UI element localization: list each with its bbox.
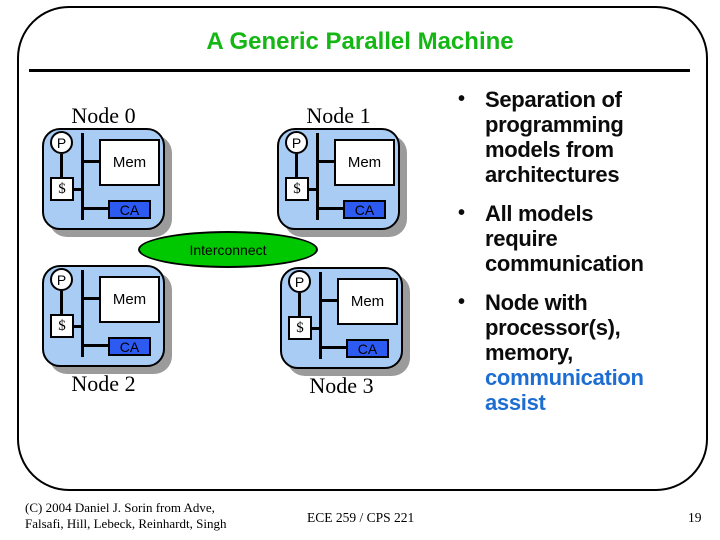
node-0-processor-circle: P [50,131,73,154]
node-1-memory-box: Mem [334,139,395,186]
node-2-cache-bus-link [74,325,82,328]
node-1-bus-ca-link [319,207,343,210]
node-1-cache-box: $ [285,177,309,201]
bullet-list: • Separation of programming models from … [458,87,710,429]
node-0-bus-ca-link [84,207,108,210]
footer-credits-line2: Falsafi, Hill, Lebeck, Reinhardt, Singh [25,516,227,531]
node-3-communication-assist-box: CA [346,339,389,358]
node-0-cache-box: $ [50,177,74,201]
footer-credits: (C) 2004 Daniel J. Sorin from Adve, Fals… [25,500,226,532]
node-1-processor-cache-link [295,154,298,177]
node-1-bus-mem-link [319,160,334,163]
node-1: P Mem $ CA Node 1 [277,103,400,230]
node-0-communication-assist-box: CA [108,200,151,219]
node-2-bus-mem-link [84,297,99,300]
node-2: P Mem $ CA Node 2 [42,265,165,396]
title-underline [29,69,690,72]
bullet-text-3-highlighted: communication assist [485,365,644,415]
node-0-cache-bus-link [74,188,82,191]
page-number: 19 [688,510,702,525]
node-2-memory-box: Mem [99,276,160,323]
node-1-bus-line [316,133,319,220]
bullet-item-2: • All models require communication [458,201,710,276]
node-1-label: Node 1 [306,103,371,128]
node-2-bus-ca-link [84,344,108,347]
node-0: P Mem $ CA Node 0 [42,103,165,230]
node-3-cache-box: $ [288,316,312,340]
bullet-text-3-black: Node with processor(s), memory, [485,290,621,365]
slide-title: A Generic Parallel Machine [206,28,514,55]
bullet-text-1: Separation of programming models from ar… [485,87,624,187]
node-0-memory-box: Mem [99,139,160,186]
slide-border-frame [17,6,708,491]
bullet-marker: • [458,202,466,224]
node-3-bus-mem-link [322,299,337,302]
bullet-marker: • [458,88,466,110]
bullet-text-3: Node with processor(s), memory,communica… [485,290,644,415]
node-3-processor-circle: P [288,270,311,293]
node-2-processor-circle: P [50,268,73,291]
node-2-bus-line [81,270,84,357]
node-2-processor-cache-link [60,291,63,314]
node-3: P Mem $ CA Node 3 [280,267,403,398]
bullet-item-3: • Node with processor(s), memory,communi… [458,290,710,415]
bullet-item-1: • Separation of programming models from … [458,87,710,187]
node-0-label: Node 0 [71,103,136,128]
interconnect-ellipse: Interconnect [138,231,318,268]
node-2-cache-box: $ [50,314,74,338]
node-3-memory-box: Mem [337,278,398,325]
node-0-bus-mem-link [84,160,99,163]
bullet-text-2: All models require communication [485,201,644,276]
footer-credits-line1: (C) 2004 Daniel J. Sorin from Adve, [25,500,215,515]
node-1-cache-bus-link [309,188,317,191]
footer-course-label: ECE 259 / CPS 221 [307,510,415,525]
node-2-label: Node 2 [71,371,136,396]
node-0-processor-cache-link [60,154,63,177]
node-3-bus-ca-link [322,346,346,349]
bullet-marker: • [458,291,466,313]
node-1-communication-assist-box: CA [343,200,386,219]
node-3-bus-line [319,272,322,359]
node-3-label: Node 3 [309,373,374,398]
node-2-communication-assist-box: CA [108,337,151,356]
node-1-processor-circle: P [285,131,308,154]
node-0-bus-line [81,133,84,220]
node-3-cache-bus-link [312,327,320,330]
node-3-processor-cache-link [298,293,301,316]
